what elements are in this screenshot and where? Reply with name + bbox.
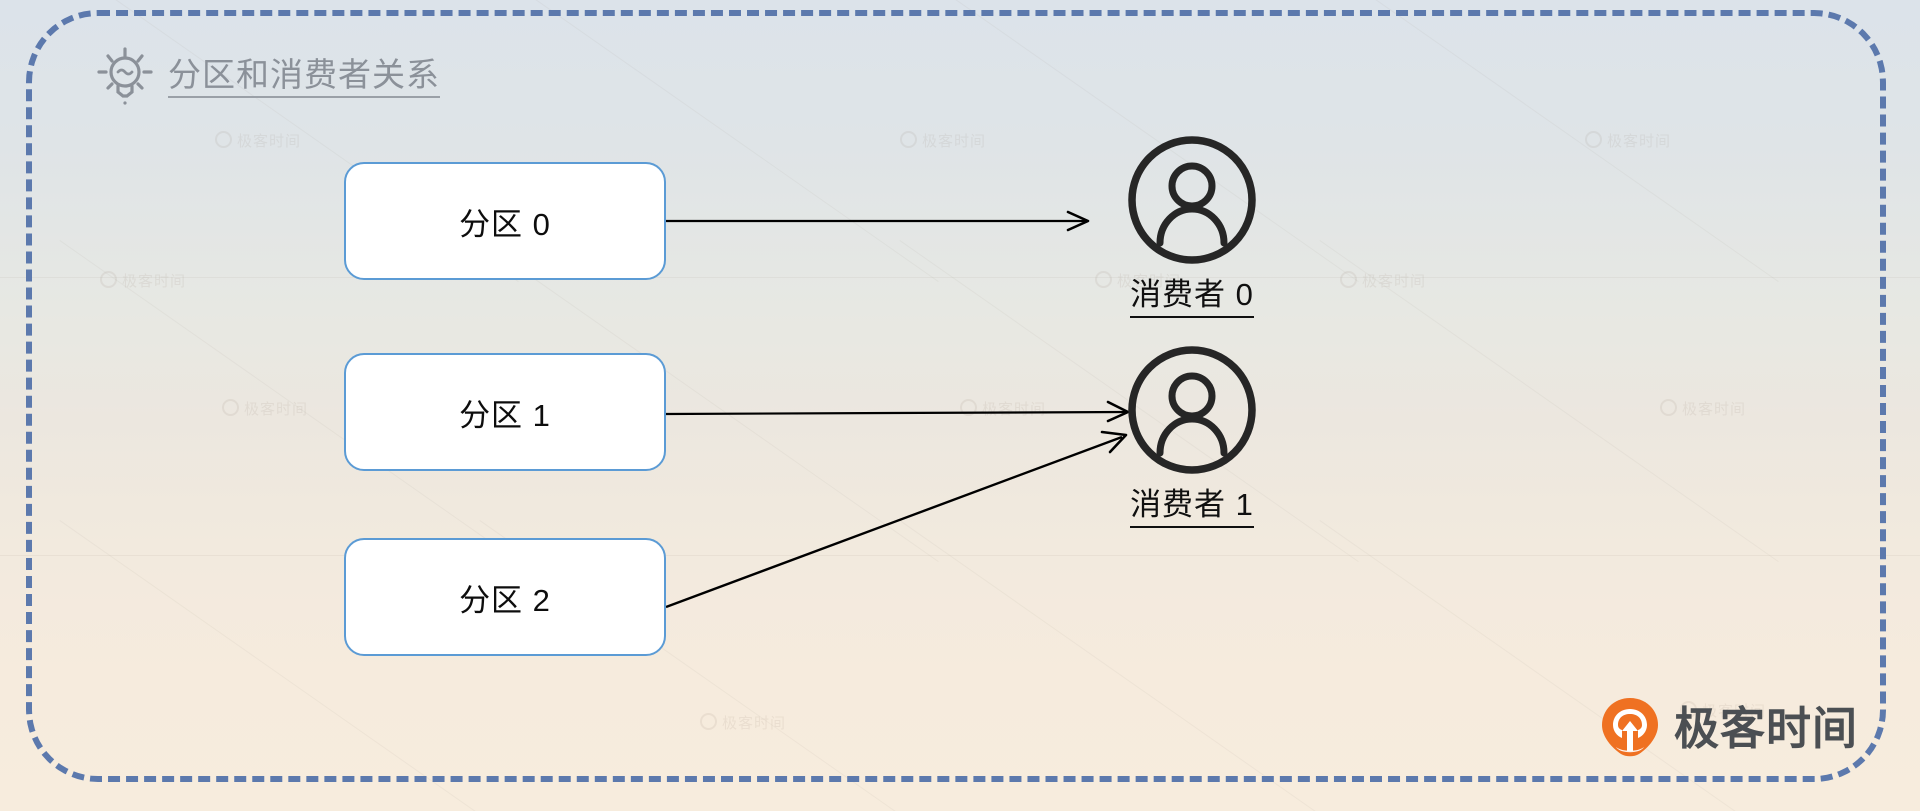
brand-logo: 极客时间 xyxy=(1600,697,1858,759)
page-title: 分区和消费者关系 xyxy=(168,56,440,99)
partition-label: 分区 2 xyxy=(459,582,551,618)
diagram-header: 分区和消费者关系 xyxy=(96,46,440,108)
consumer-label: 消费者 1 xyxy=(1130,486,1254,529)
partition-box-2[interactable]: 分区 2 xyxy=(344,538,666,656)
person-circle-icon xyxy=(1128,136,1256,264)
lightbulb-icon xyxy=(97,47,153,105)
partition-label: 分区 0 xyxy=(459,206,551,242)
partition-box-0[interactable]: 分区 0 xyxy=(344,162,666,280)
partition-box-1[interactable]: 分区 1 xyxy=(344,353,666,471)
consumer-label: 消费者 0 xyxy=(1130,276,1254,319)
brand-name: 极客时间 xyxy=(1673,702,1858,754)
person-circle-icon xyxy=(1128,346,1256,474)
dashed-frame xyxy=(26,10,1886,782)
consumer-node-0[interactable]: 消费者 0 xyxy=(1124,132,1260,319)
consumer-node-1[interactable]: 消费者 1 xyxy=(1124,342,1260,529)
geektime-logo-icon xyxy=(1601,698,1658,757)
partition-label: 分区 1 xyxy=(459,397,551,433)
